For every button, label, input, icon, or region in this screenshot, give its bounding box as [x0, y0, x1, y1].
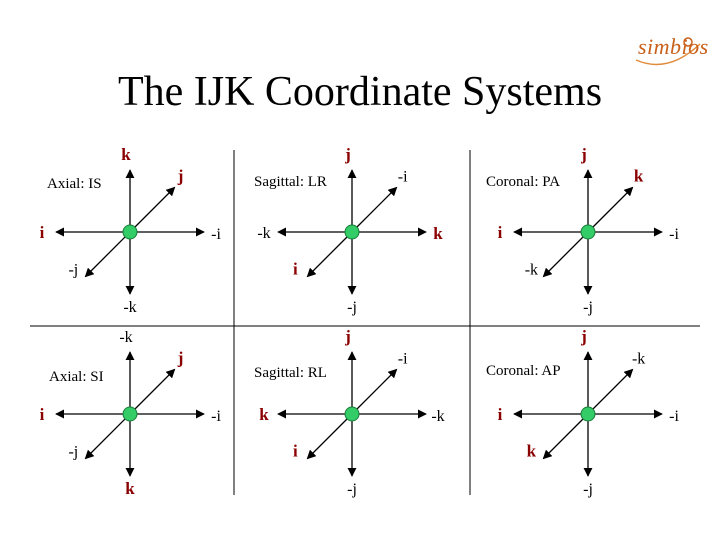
axis-arrow-upright [587, 368, 634, 415]
axis-arrow-upright [351, 186, 398, 233]
panel-name: Axial: IS [47, 176, 102, 192]
panel-axial-is: Axial: IS k -k i -i j -j [40, 145, 222, 316]
axis-label-downleft: i [293, 442, 298, 461]
axis-label-up: j [580, 327, 587, 346]
axis-arrow-downleft [306, 413, 353, 460]
origin-node [580, 224, 596, 240]
axis-arrow-downleft [84, 231, 131, 278]
panel-sagittal-lr: Sagittal: LR j -j -k k -i i [254, 145, 443, 316]
panel-name: Sagittal: LR [254, 174, 327, 190]
panel-name: Coronal: AP [486, 363, 561, 379]
axis-label-up: j [344, 327, 351, 346]
axis-label-down: -k [123, 299, 136, 316]
axis-label-right: -i [211, 408, 221, 425]
axis-label-upright: -i [398, 350, 408, 367]
panel-name: Sagittal: RL [254, 365, 327, 381]
axis-label-right: -i [669, 226, 679, 243]
axis-arrow-downleft [542, 231, 589, 278]
axis-label-upright: -i [398, 168, 408, 185]
axis-label-upright: -k [632, 350, 645, 367]
logo-swoosh-icon [635, 37, 701, 66]
axis-label-downleft: -k [525, 262, 538, 279]
axis-label-downleft: k [527, 442, 537, 461]
axis-label-right: -k [431, 408, 444, 425]
origin-node [344, 224, 360, 240]
logo-text: simbios [638, 34, 709, 59]
axis-label-up: -k [119, 329, 132, 346]
axis-label-down: k [125, 479, 135, 498]
axis-label-left: i [498, 405, 503, 424]
axis-label-upright: j [177, 348, 184, 367]
panel-name: Coronal: PA [486, 174, 560, 190]
panel-name: Axial: SI [49, 369, 104, 385]
axis-label-downleft: -j [68, 262, 78, 279]
axis-label-downleft: i [293, 260, 298, 279]
panel-coronal-ap: Coronal: AP j -j i -i -k k [486, 327, 679, 498]
panel-axial-si: Axial: SI -k k i -i j -j [40, 329, 222, 498]
axis-label-up: j [344, 145, 351, 164]
axis-label-down: -j [347, 299, 357, 316]
axis-arrow-upright [129, 368, 176, 415]
axis-label-up: k [121, 145, 131, 164]
axis-label-downleft: -j [68, 444, 78, 461]
axis-label-left: k [259, 405, 269, 424]
origin-node [122, 406, 138, 422]
axis-label-down: -j [347, 481, 357, 498]
axis-label-left: i [40, 405, 45, 424]
slide-title: The IJK Coordinate Systems [117, 69, 603, 115]
axis-label-left: i [40, 223, 45, 242]
axis-arrow-downleft [84, 413, 131, 460]
axis-label-right: k [433, 224, 443, 243]
origin-node [344, 406, 360, 422]
simbios-logo: simbios [632, 30, 708, 70]
axis-label-left: -k [257, 225, 270, 242]
axis-arrow-upright [351, 368, 398, 415]
origin-node [580, 406, 596, 422]
axis-label-down: -j [583, 481, 593, 498]
origin-node [122, 224, 138, 240]
axis-label-right: -i [211, 226, 221, 243]
panel-sagittal-rl: Sagittal: RL j -j k -k -i i [254, 327, 445, 498]
axis-arrow-downleft [542, 413, 589, 460]
axis-label-upright: j [177, 166, 184, 185]
axis-label-left: i [498, 223, 503, 242]
axis-label-up: j [580, 145, 587, 164]
axis-arrow-upright [129, 186, 176, 233]
panel-coronal-pa: Coronal: PA j -j i -i k -k [486, 145, 679, 316]
axis-label-right: -i [669, 408, 679, 425]
axis-label-down: -j [583, 299, 593, 316]
axis-label-upright: k [634, 166, 644, 185]
axis-arrow-downleft [306, 231, 353, 278]
axis-arrow-upright [587, 186, 634, 233]
